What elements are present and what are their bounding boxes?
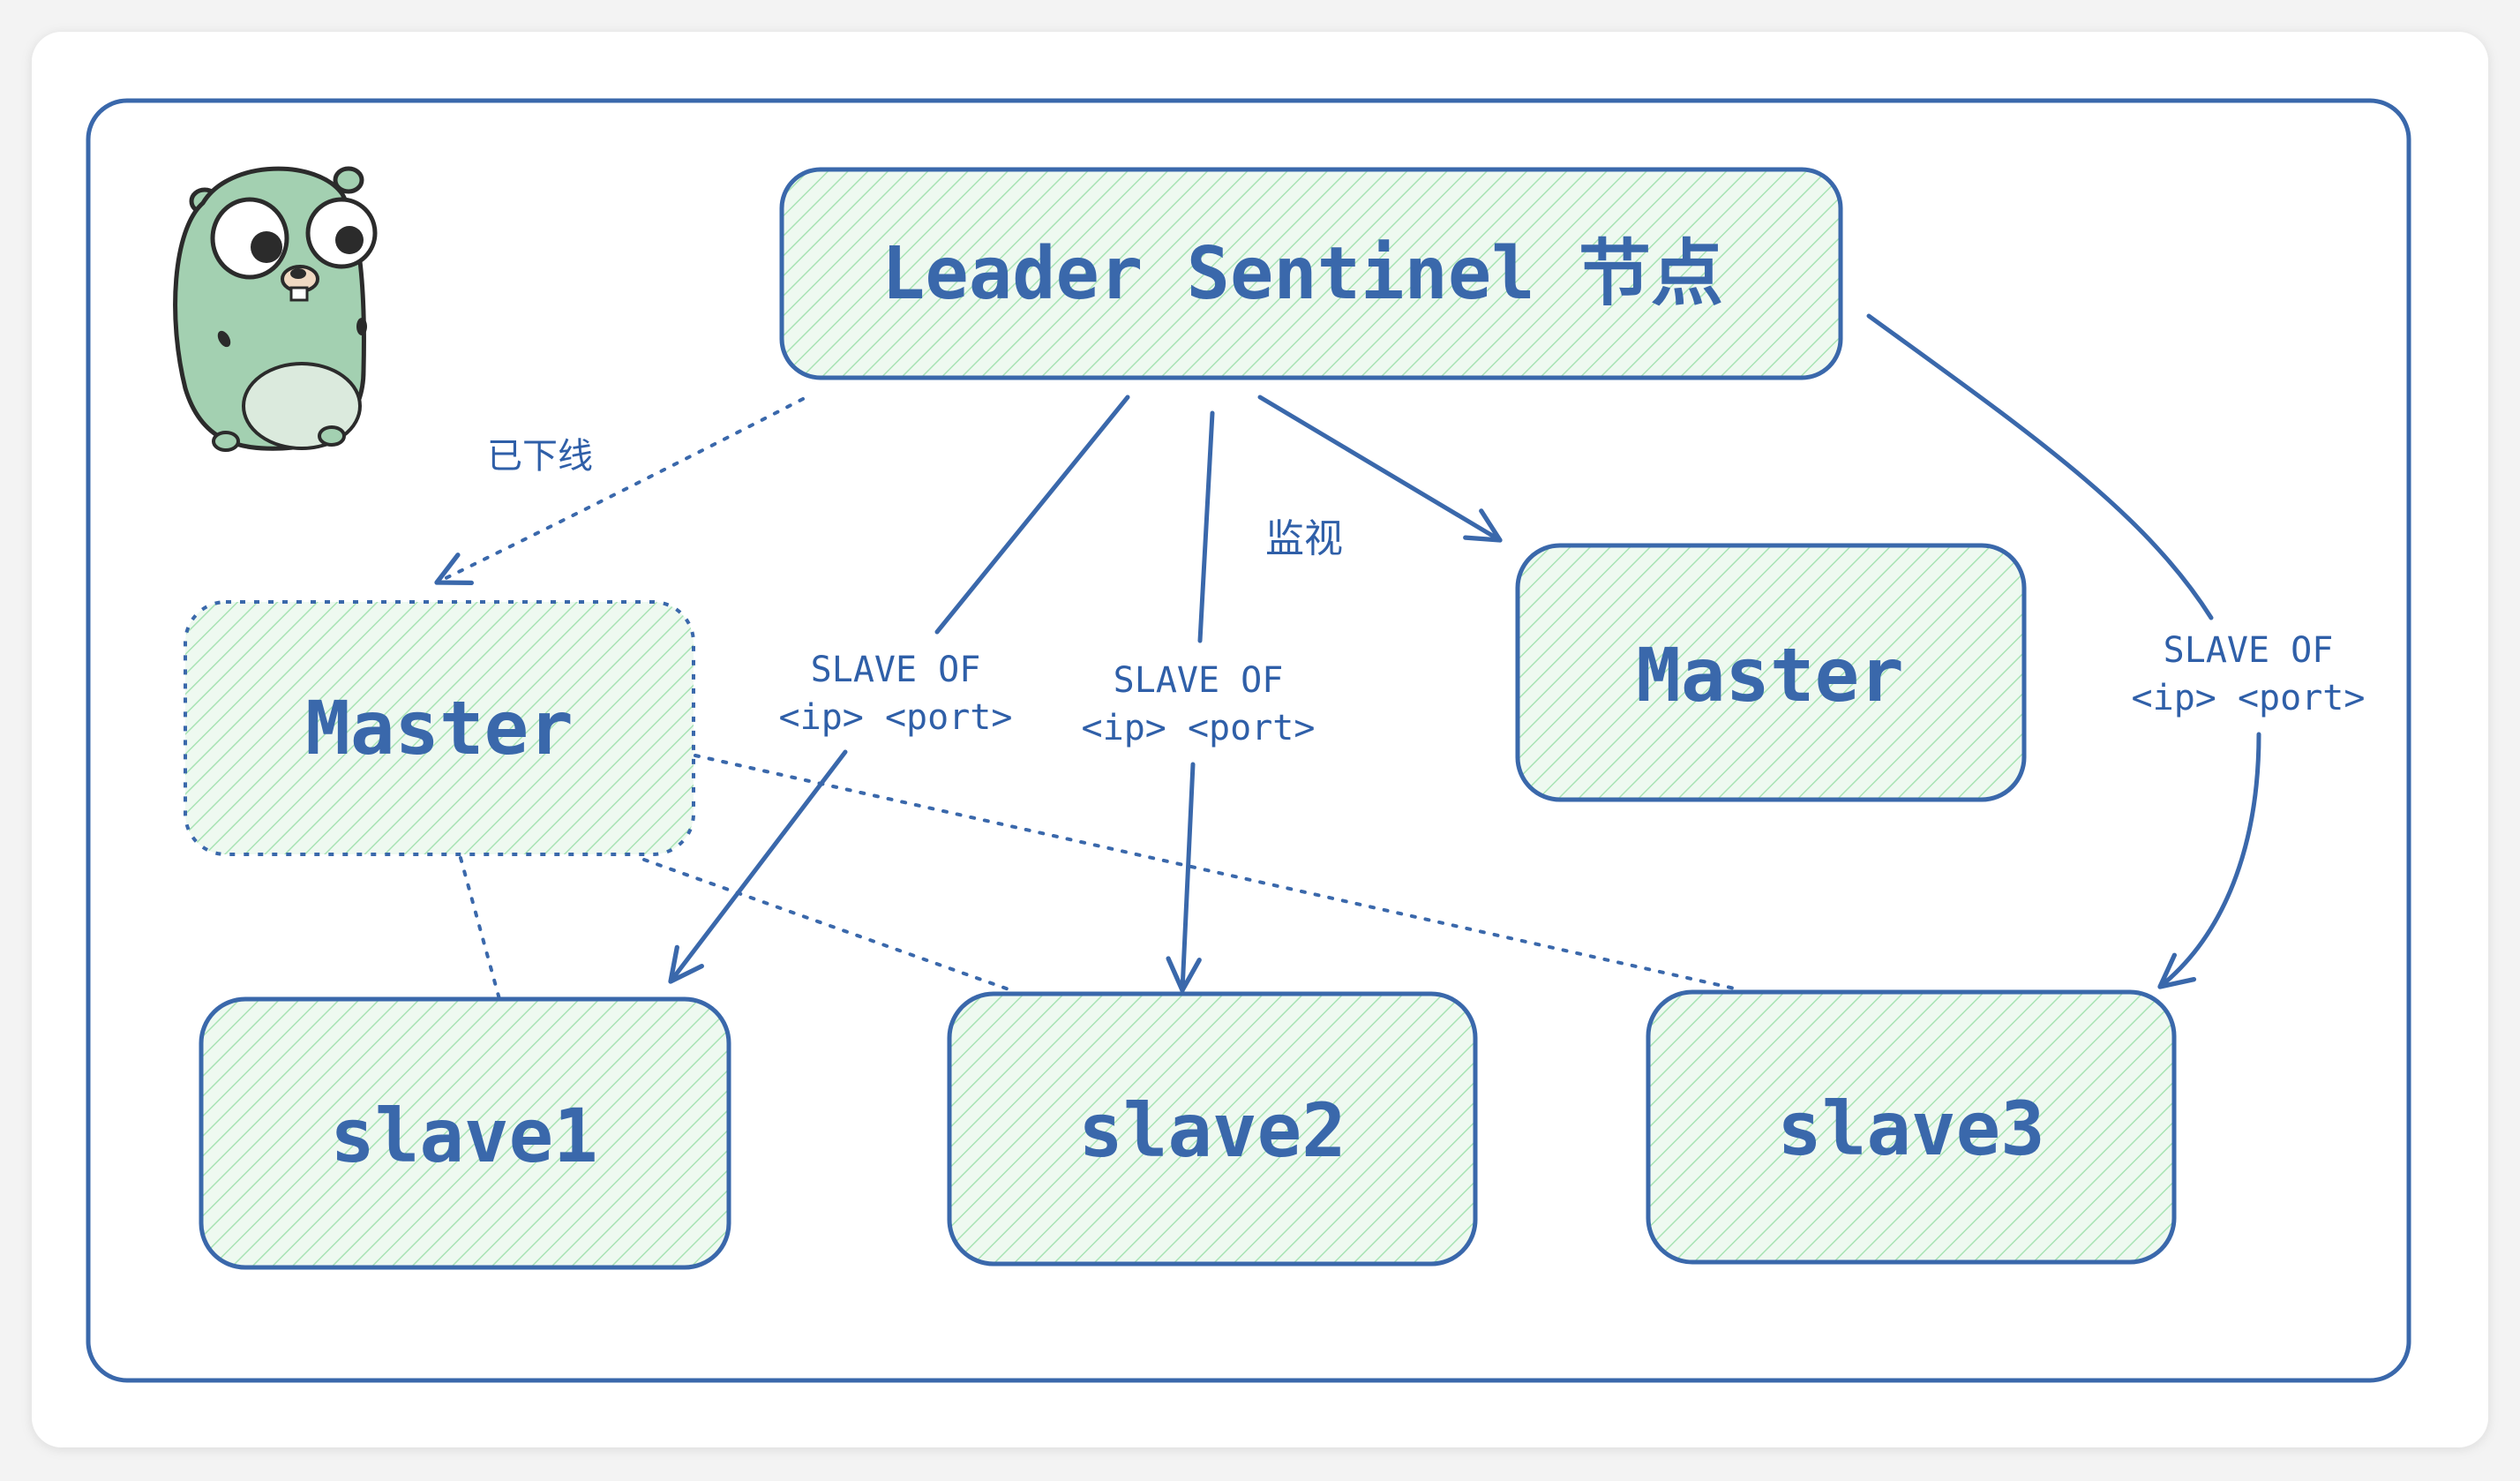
new-master-node: Master bbox=[1515, 543, 2027, 802]
slave3-label: slave3 bbox=[1777, 1086, 2044, 1172]
slaveof-edge-slave3-tail bbox=[2157, 732, 2261, 989]
slave3-node: slave3 bbox=[1646, 989, 2177, 1265]
slaveof-label-slave3-line2: <ip> <port> bbox=[2132, 678, 2366, 718]
leader-sentinel-label: Leader Sentinel 节点 bbox=[881, 232, 1723, 316]
slaveof-label-slave3-line1: SLAVE OF bbox=[2164, 630, 2334, 671]
slaveof-edge-slave2-tail bbox=[1166, 762, 1202, 993]
monitor-label: 监视 bbox=[1265, 516, 1343, 561]
offline-label: 已下线 bbox=[487, 436, 593, 477]
slave2-node: slave2 bbox=[947, 991, 1478, 1267]
slaveof-label-slave1-line1: SLAVE OF bbox=[811, 650, 981, 690]
old-link-slave3 bbox=[694, 754, 1736, 990]
slave2-label: slave2 bbox=[1078, 1087, 1346, 1174]
new-master-label: Master bbox=[1636, 632, 1903, 718]
slaveof-edge-slave1-tail bbox=[668, 749, 848, 984]
slaveof-edge-slave2 bbox=[1197, 410, 1215, 643]
old-master-label: Master bbox=[305, 685, 573, 771]
slaveof-edge-slave3 bbox=[1866, 313, 2214, 620]
slaveof-label-slave1-line2: <ip> <port> bbox=[779, 697, 1013, 738]
slave1-node: slave1 bbox=[199, 996, 731, 1270]
slaveof-label-slave2-line2: <ip> <port> bbox=[1082, 708, 1316, 748]
leader-sentinel-node: Leader Sentinel 节点 bbox=[779, 167, 1843, 380]
old-master-node: Master bbox=[184, 600, 695, 856]
gopher-icon bbox=[173, 166, 378, 452]
slave1-label: slave1 bbox=[330, 1093, 597, 1179]
slaveof-edge-slave1 bbox=[934, 395, 1130, 635]
slaveof-label-slave2-line1: SLAVE OF bbox=[1114, 660, 1284, 701]
offline-edge bbox=[434, 397, 805, 586]
diagram-frame bbox=[86, 98, 2411, 1383]
monitor-edge bbox=[1257, 395, 1503, 543]
old-link-slave1 bbox=[459, 856, 501, 1001]
old-link-slave2 bbox=[642, 858, 1013, 992]
